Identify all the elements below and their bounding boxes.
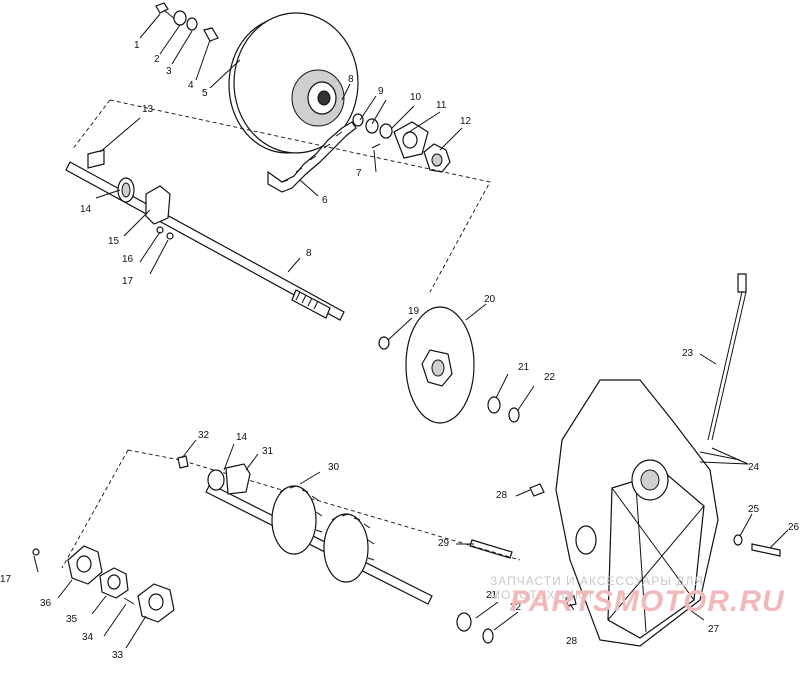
callout-29: 29 [438, 538, 450, 549]
nut-28-top [529, 483, 545, 497]
callout-8-shaft: 8 [306, 248, 312, 259]
callout-24: 24 [748, 462, 760, 473]
callout-12: 12 [460, 116, 472, 127]
callout-17-bottom: 17 [0, 574, 12, 585]
o-ring-22-bottom [482, 628, 494, 644]
bearing-14-bottom [207, 469, 225, 491]
callout-1: 1 [134, 40, 140, 51]
callout-30: 30 [328, 462, 340, 473]
bolt-1 [155, 2, 177, 21]
assembly-guide-left [71, 99, 111, 151]
bearing-housing-15 [145, 185, 171, 225]
callout-13: 13 [142, 104, 154, 115]
callout-3: 3 [166, 66, 172, 77]
callout-21-top: 21 [518, 362, 530, 373]
clip-19 [378, 336, 390, 350]
washer-16 [156, 226, 164, 234]
bearing-14-top [117, 177, 135, 203]
washer-2 [173, 10, 187, 26]
callout-22-top: 22 [544, 372, 556, 383]
chaincase-27 [555, 379, 719, 647]
bearing-flange-11 [393, 121, 429, 159]
callout-31: 31 [262, 446, 274, 457]
bearing-21-top [487, 396, 501, 414]
sprocket-31 [225, 463, 251, 495]
seal-34 [123, 597, 135, 605]
callout-14-top: 14 [80, 204, 92, 215]
plate-36 [67, 545, 103, 585]
callout-22-bottom: 22 [510, 602, 522, 613]
bolt-7 [371, 143, 381, 149]
callout-25: 25 [748, 504, 760, 515]
washer-25 [733, 534, 743, 546]
callout-16: 16 [122, 254, 134, 265]
assembly-guide-right [109, 99, 491, 293]
callout-8-top: 8 [348, 74, 354, 85]
callout-26: 26 [788, 522, 800, 533]
bolt-26 [751, 543, 781, 557]
nut-17-top [166, 232, 174, 240]
o-ring-22-top [508, 407, 520, 423]
callout-6: 6 [322, 195, 328, 206]
callout-32: 32 [198, 430, 210, 441]
brake-disc-20 [405, 306, 475, 424]
leader-lines [33, 13, 789, 649]
washer-3 [186, 17, 198, 31]
callout-35: 35 [66, 614, 78, 625]
nut-17-bottom [32, 548, 40, 556]
key-13 [87, 149, 105, 169]
driveshaft-8 [65, 149, 345, 321]
washer-9 [365, 118, 379, 134]
cap-12 [423, 143, 451, 173]
assembly-guide-lower-left [61, 449, 129, 569]
nut-28-bottom [565, 595, 577, 607]
callout-7: 7 [356, 168, 362, 179]
callout-2: 2 [154, 54, 160, 65]
callout-23: 23 [682, 348, 694, 359]
callout-28-bottom: 28 [566, 636, 578, 647]
fitting-32 [177, 455, 189, 469]
callout-21-bottom: 21 [486, 590, 498, 601]
callout-5: 5 [202, 88, 208, 99]
washer-10 [379, 123, 393, 139]
callout-11: 11 [436, 100, 447, 111]
callout-15: 15 [108, 236, 120, 247]
callout-20: 20 [484, 294, 496, 305]
watermark-tagline: ЗАПЧАСТИ И АКСЕССУАРЫ ДЛЯ МОТОТЕХНИКИ [490, 574, 704, 602]
callout-27: 27 [708, 624, 720, 635]
callout-36: 36 [40, 598, 52, 609]
track-driveshaft-30 [205, 483, 433, 605]
callouts: 1 2 3 4 5 6 7 8 8 9 10 11 12 13 14 14 15… [0, 40, 800, 661]
adjuster-23 [707, 273, 747, 441]
spacer-4 [203, 27, 219, 42]
pin-24 [699, 451, 741, 461]
callout-17-top: 17 [122, 276, 134, 287]
chain-6 [267, 121, 357, 193]
callout-33: 33 [112, 650, 124, 661]
driven-pulley-5 [228, 12, 359, 154]
callout-19: 19 [408, 306, 420, 317]
callout-34: 34 [82, 632, 94, 643]
callout-10: 10 [410, 92, 422, 103]
callout-14-bottom: 14 [236, 432, 248, 443]
callout-4: 4 [188, 80, 194, 91]
callout-9: 9 [378, 86, 384, 97]
callout-28-top: 28 [496, 490, 508, 501]
plate-33 [137, 583, 175, 623]
bearing-21-bottom [456, 612, 472, 632]
washer-8-top [352, 113, 364, 127]
bolt-29 [469, 539, 513, 559]
watermark-logo-text: PARTSMOTOR.RU [510, 585, 785, 618]
plate-35 [99, 567, 129, 599]
